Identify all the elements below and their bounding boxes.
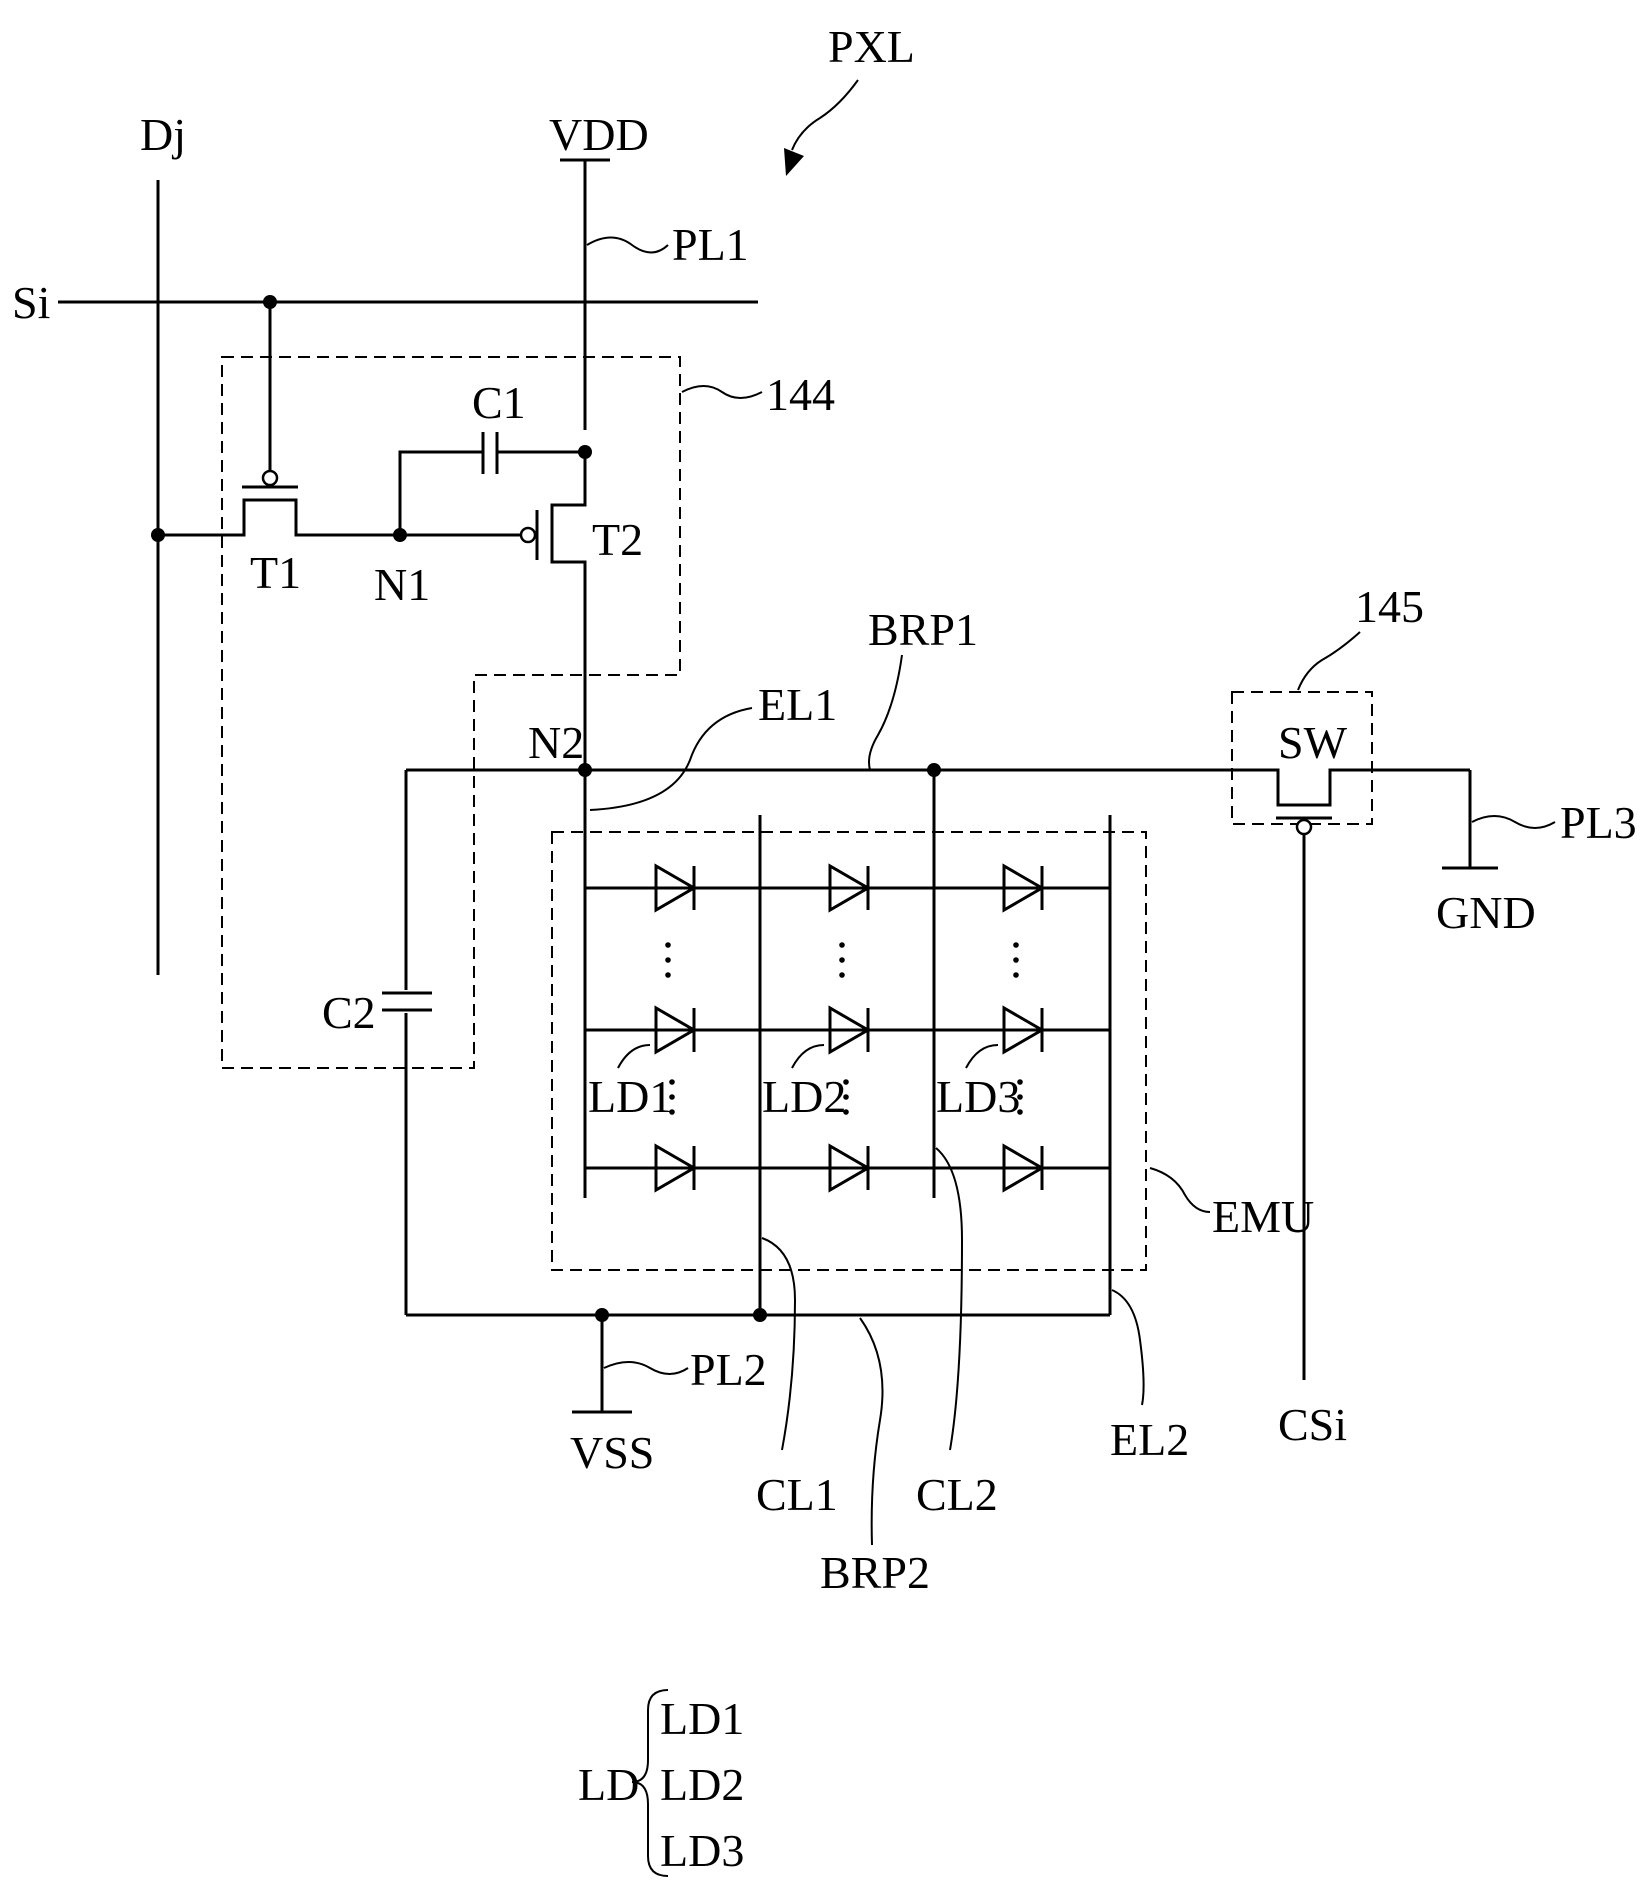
diode <box>828 863 871 913</box>
legend-group-label: LD <box>578 1759 639 1810</box>
pxl-arrowhead <box>784 148 804 176</box>
leader-cl1 <box>761 1237 797 1451</box>
diode <box>828 1143 871 1193</box>
leader-ld3 <box>965 1044 999 1069</box>
leader-emu <box>1149 1167 1211 1213</box>
label-n2: N2 <box>528 717 584 768</box>
leader-el1 <box>589 707 753 811</box>
diode <box>654 1005 697 1055</box>
label-vdd: VDD <box>549 109 649 160</box>
leader-pl2 <box>603 1361 689 1375</box>
label-pxl: PXL <box>828 21 915 72</box>
ellipsis-col-2 <box>839 942 845 978</box>
emu-outline <box>551 831 1147 1271</box>
leader-brp1 <box>868 654 903 771</box>
ellipsis-ld-1 <box>669 1079 675 1115</box>
label-brp2: BRP2 <box>820 1547 930 1598</box>
legend-brace <box>631 1689 669 1877</box>
label-sw: SW <box>1278 717 1348 768</box>
leader-pl3 <box>1471 815 1556 829</box>
t2-gate-bubble <box>519 526 537 544</box>
label-pl3: PL3 <box>1560 797 1637 848</box>
label-brp1: BRP1 <box>868 604 978 655</box>
label-cl1: CL1 <box>756 1469 838 1520</box>
block-144-outline <box>221 356 681 1069</box>
legend-member-3: LD3 <box>660 1825 744 1876</box>
diode <box>1002 1143 1045 1193</box>
leader-pxl <box>791 79 859 151</box>
ellipsis-ld-3 <box>1017 1079 1023 1115</box>
label-pl1: PL1 <box>672 219 749 270</box>
legend-member-1: LD1 <box>660 1693 744 1744</box>
sw-gate-bubble <box>1295 818 1313 836</box>
leader-pl1 <box>586 236 669 254</box>
label-c2: C2 <box>322 987 376 1038</box>
node-dj-t1 <box>151 528 165 542</box>
label-dj: Dj <box>140 109 186 160</box>
label-emu: EMU <box>1212 1191 1314 1242</box>
t2-channel <box>550 452 587 770</box>
legend-member-2: LD2 <box>660 1759 744 1810</box>
sw-channel <box>1232 768 1470 807</box>
label-vss: VSS <box>570 1427 654 1478</box>
label-n1: N1 <box>374 559 430 610</box>
label-144: 144 <box>766 369 835 420</box>
label-145: 145 <box>1355 581 1424 632</box>
label-t1: T1 <box>250 547 301 598</box>
ellipsis-ld-2 <box>843 1079 849 1115</box>
label-csi: CSi <box>1278 1399 1347 1450</box>
diode <box>654 1143 697 1193</box>
leader-brp2 <box>859 1317 884 1546</box>
leader-ld1 <box>617 1044 651 1069</box>
t1-channel <box>158 498 405 537</box>
diode <box>1002 863 1045 913</box>
diode <box>654 863 697 913</box>
label-ld2: LD2 <box>762 1071 846 1122</box>
leader-el2 <box>1111 1289 1145 1406</box>
label-gnd: GND <box>1436 887 1536 938</box>
label-ld1: LD1 <box>588 1071 672 1122</box>
leader-cl2 <box>935 1147 964 1451</box>
label-ld3: LD3 <box>936 1071 1020 1122</box>
diode <box>828 1005 871 1055</box>
t1-gate-bubble <box>261 469 279 487</box>
label-pl2: PL2 <box>690 1344 767 1395</box>
c1-left-wire <box>398 450 483 535</box>
leader-ld2 <box>791 1044 825 1069</box>
leader-145 <box>1297 631 1361 691</box>
label-cl2: CL2 <box>916 1469 998 1520</box>
label-si: Si <box>12 277 50 328</box>
label-el1: EL1 <box>758 679 837 730</box>
label-el2: EL2 <box>1110 1414 1189 1465</box>
label-t2: T2 <box>592 514 643 565</box>
leader-144 <box>681 385 763 399</box>
label-c1: C1 <box>472 377 526 428</box>
diode <box>1002 1005 1045 1055</box>
ellipsis-col-3 <box>1013 942 1019 978</box>
ellipsis-col-1 <box>665 942 671 978</box>
